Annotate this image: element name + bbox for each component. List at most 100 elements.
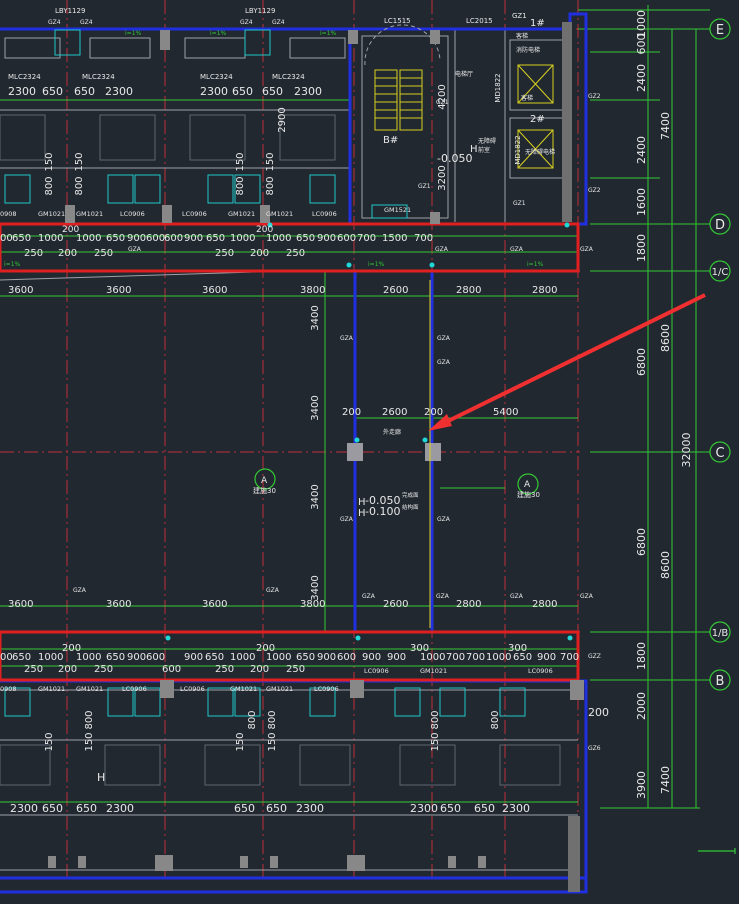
bottom-row-dims: 00 650 1000 1000 650 900 600 900 650 100… bbox=[0, 652, 579, 663]
row-dim-4: 1000 bbox=[76, 233, 101, 244]
vdim-150-1: 150 bbox=[44, 152, 55, 171]
gza-11: GZA bbox=[362, 593, 376, 600]
bvdim-800-1: 800 bbox=[84, 710, 95, 729]
row-dim-14: 900 bbox=[317, 233, 336, 244]
dim-8600a: 8600 bbox=[659, 324, 672, 352]
top-label-gz4-1: GZ4 bbox=[48, 19, 61, 26]
cdt-5: 2600 bbox=[383, 285, 408, 296]
brow-dim-7: 600 bbox=[146, 652, 165, 663]
vdim-150-2: 150 bbox=[74, 152, 85, 171]
door-0908: 0908 bbox=[0, 210, 17, 218]
court-dim-3400-4: 3400 bbox=[310, 575, 321, 600]
court-tag-left: A bbox=[261, 476, 268, 486]
bdoor-lc0906-2: LC0906 bbox=[180, 685, 205, 693]
bottom-units bbox=[0, 680, 584, 892]
bvdim-150-3: 150 bbox=[235, 732, 246, 751]
row-dim-11: 1000 bbox=[230, 233, 255, 244]
brow-dim-12: 650 bbox=[296, 652, 315, 663]
slope-4: i=1% bbox=[320, 30, 337, 37]
mlc-1: MLC2324 bbox=[8, 73, 41, 81]
dim-1600: 1600 bbox=[635, 188, 648, 216]
brow2-dim-9: 200 bbox=[256, 643, 275, 654]
cyan-points bbox=[165, 222, 573, 641]
row-dim-18: 700 bbox=[414, 233, 433, 244]
bdim-2: 650 bbox=[42, 802, 63, 815]
gza-labels: GZA GZA GZA GZA GZA GZA GZA GZA GZA GZA … bbox=[73, 246, 594, 600]
dim-6800b: 6800 bbox=[635, 528, 648, 556]
door-gm1021-3: GM1021 bbox=[228, 210, 255, 218]
door-lc0906-1: LC0906 bbox=[120, 210, 145, 218]
brow-dim-1: 00 bbox=[0, 652, 13, 663]
brow2-dim-4: 250 bbox=[94, 664, 113, 675]
bgz-z: GZZ bbox=[588, 653, 601, 660]
note-front-room: 前室 bbox=[478, 146, 490, 154]
brow-dim-23: 700 bbox=[560, 652, 579, 663]
brow-dim-9: 650 bbox=[205, 652, 224, 663]
dim-2400b: 2400 bbox=[635, 136, 648, 164]
brow-dim-15: 900 bbox=[362, 652, 381, 663]
right-dimension-lines bbox=[578, 5, 710, 809]
row2-dim-8: 200 bbox=[256, 225, 273, 235]
building-outline bbox=[0, 12, 588, 894]
top-dim-8: 2300 bbox=[294, 85, 322, 98]
cdb-5: 2600 bbox=[383, 599, 408, 610]
top-dim-7: 650 bbox=[262, 85, 283, 98]
dim-2400a: 2400 bbox=[635, 64, 648, 92]
core-level-h: H bbox=[470, 144, 478, 155]
row2-dim-5: 200 bbox=[250, 248, 269, 259]
door-lc0906-2: LC0906 bbox=[182, 210, 207, 218]
court-dim-3400-2: 3400 bbox=[310, 395, 321, 420]
bdim-6: 650 bbox=[266, 802, 287, 815]
corridor-dims-top: 3600 3600 3600 3800 2600 2800 2800 bbox=[8, 285, 557, 296]
brow-dim-17: 1000 bbox=[420, 652, 445, 663]
mlc-4: MLC2324 bbox=[272, 73, 305, 81]
top-label-lby-1: LBY1129 bbox=[55, 7, 85, 15]
top-row-dims: 00 650 1000 1000 650 900 600 600 900 650… bbox=[0, 233, 433, 244]
axis-bubbles bbox=[254, 18, 736, 854]
core-dim-3200: 3200 bbox=[437, 165, 448, 190]
bdoor-gm1021-5: GM1021 bbox=[420, 667, 447, 675]
top-labels: LBY1129 LBY1129 GZ4 GZ4 GZ4 GZ4 LC1515 L… bbox=[48, 7, 545, 29]
vdim-800-4: 800 bbox=[265, 176, 276, 195]
core-md-1: MD1822 bbox=[494, 73, 502, 102]
vdim-150-3: 150 bbox=[235, 152, 246, 171]
vdim-800-1: 800 bbox=[44, 176, 55, 195]
mlc-2: MLC2324 bbox=[82, 73, 115, 81]
axis-label-c: C bbox=[715, 446, 724, 461]
dim-1800b: 1800 bbox=[635, 642, 648, 670]
brow-dim-4: 1000 bbox=[76, 652, 101, 663]
row-dimension-lines bbox=[0, 99, 578, 803]
cdb-4: 3800 bbox=[300, 599, 325, 610]
cdt-2: 3600 bbox=[106, 285, 131, 296]
slope-6: i=1% bbox=[527, 261, 544, 268]
vdim-800-2: 800 bbox=[74, 176, 85, 195]
gza-14: GZA bbox=[580, 593, 594, 600]
top-label-lc2015: LC2015 bbox=[466, 17, 493, 25]
vdim-150-4: 150 bbox=[265, 152, 276, 171]
row-dim-13: 650 bbox=[296, 233, 315, 244]
row-dim-10: 650 bbox=[206, 233, 225, 244]
row2-dim-4: 250 bbox=[215, 248, 234, 259]
top-dim-3: 650 bbox=[74, 85, 95, 98]
dim-1000: 1000 bbox=[635, 10, 648, 38]
slope-5: i=1% bbox=[368, 261, 385, 268]
bvdim-150-5: 150 bbox=[430, 732, 441, 751]
gza-8: GZA bbox=[437, 516, 451, 523]
bdim-3: 650 bbox=[76, 802, 97, 815]
court-level-note2: 结构面 bbox=[402, 503, 419, 511]
slope-1: i=1% bbox=[4, 261, 21, 268]
core-gz1-3: GZ1 bbox=[513, 200, 526, 207]
cdt-3: 3600 bbox=[202, 285, 227, 296]
brow-dim-13: 900 bbox=[317, 652, 336, 663]
top-dim-1: 2300 bbox=[8, 85, 36, 98]
row-dim-6: 900 bbox=[127, 233, 146, 244]
dim-7400b: 7400 bbox=[659, 766, 672, 794]
brow-dim-18: 700 bbox=[446, 652, 465, 663]
row2-dim-3: 250 bbox=[94, 248, 113, 259]
cdt-7: 2800 bbox=[532, 285, 557, 296]
dim-3900: 3900 bbox=[635, 771, 648, 799]
gza-6: GZA bbox=[437, 359, 451, 366]
bvdim-800-4: 800 bbox=[430, 710, 441, 729]
cdb-6: 2800 bbox=[456, 599, 481, 610]
bvdim-150-1: 150 bbox=[44, 732, 55, 751]
